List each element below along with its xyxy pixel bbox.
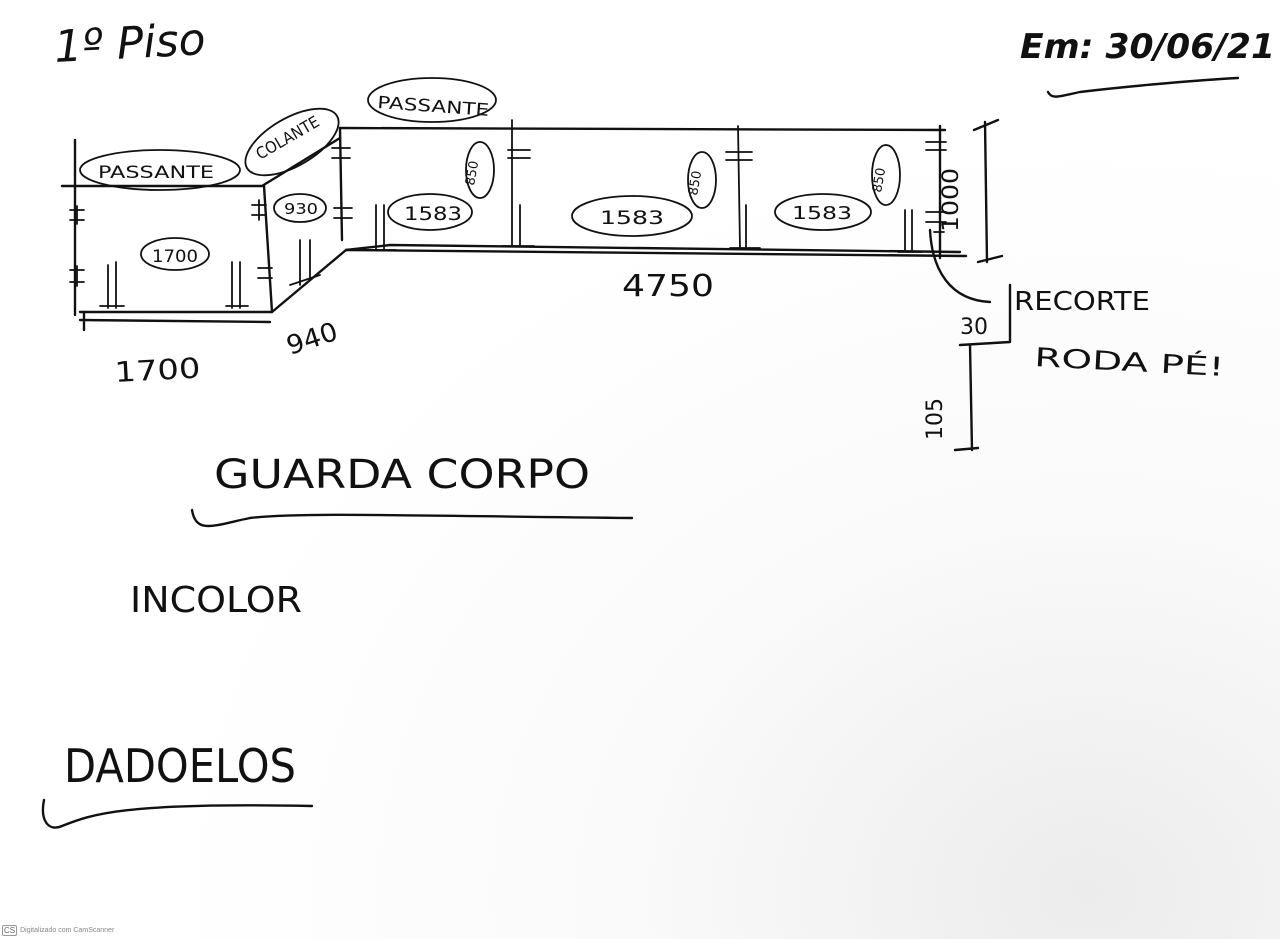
left-clamp-2 <box>69 265 85 287</box>
main-post-1 <box>367 204 397 251</box>
tag-ellipse-right <box>367 77 497 123</box>
corner-right-edge <box>338 126 344 242</box>
corner-left-edge <box>262 184 274 314</box>
dim-left-run: 1700 <box>114 352 202 389</box>
scanner-watermark: CS Digitalizado com CamScanner <box>2 925 114 936</box>
size-ellipse-c <box>774 193 872 231</box>
rotated-label-b: 850 <box>686 170 705 197</box>
camscanner-icon: CS <box>2 925 18 936</box>
dim-corner-run: 940 <box>283 317 342 362</box>
left-clamp-1 <box>69 205 85 225</box>
rot-ellipse-a <box>465 141 495 199</box>
guarda-corpo-underline <box>190 508 634 528</box>
size-ellipse-b <box>571 195 693 237</box>
corner-bottom-rail <box>270 248 348 314</box>
panel-width-corner: 930 <box>284 200 318 218</box>
dim-post-height: 105 <box>923 398 948 440</box>
corner-clamp-2 <box>333 207 353 219</box>
left-clamp-3 <box>251 199 267 221</box>
post-height-line <box>953 343 980 452</box>
left-dimension-line <box>78 310 272 332</box>
date-underline <box>1046 76 1240 98</box>
left-post-2 <box>225 261 249 309</box>
dim-main-run: 4750 <box>622 269 714 304</box>
main-post-2 <box>501 119 535 247</box>
section-guarda-corpo: GUARDA CORPO <box>214 452 590 498</box>
main-top-rail <box>338 126 947 132</box>
height-dimension-line <box>972 118 1004 264</box>
main-bottom-rail <box>344 248 968 258</box>
dim-height: 1000 <box>939 168 964 232</box>
note-recorte: RECORTE <box>1014 287 1150 317</box>
size-ellipse-corner <box>273 193 327 223</box>
main-bottom-rail-2 <box>344 243 962 254</box>
right-clamp-1 <box>925 141 947 151</box>
rot-ellipse-b <box>687 151 717 209</box>
rotated-label-a: 850 <box>463 160 482 187</box>
rot-ellipse-c <box>871 144 901 206</box>
note-roda-pe: RODA PÉ! <box>1034 341 1225 383</box>
left-post-1 <box>99 261 125 309</box>
section-dadoelos: DADOELOS <box>64 739 296 793</box>
date-label: Em: 30/06/21 <box>1020 27 1275 67</box>
main-post-4 <box>897 209 923 253</box>
rotated-label-c: 850 <box>870 167 889 194</box>
panel-type-left: PASSANTE <box>98 163 214 183</box>
panel-width-left: 1700 <box>152 247 198 267</box>
recorte-bracket <box>958 283 1012 347</box>
size-ellipse-a <box>387 193 473 231</box>
section-incolor: INCOLOR <box>130 580 302 621</box>
tag-ellipse-left <box>79 149 241 191</box>
panel-type-right: PASSANTE <box>377 93 490 121</box>
recorte-leader <box>928 228 992 304</box>
tag-ellipse-corner <box>244 107 340 177</box>
right-clamp-2 <box>925 211 947 233</box>
main-post-3 <box>725 125 761 249</box>
corner-post <box>289 239 321 286</box>
panel-width-a: 1583 <box>404 203 462 225</box>
floor-title: 1º Piso <box>53 14 207 73</box>
dadoelos-underline <box>41 798 314 829</box>
panel-width-c: 1583 <box>792 203 852 224</box>
panel-width-b: 1583 <box>600 207 664 229</box>
size-ellipse-left <box>140 237 210 271</box>
scanner-text: Digitalizado com CamScanner <box>20 927 115 934</box>
corner-clamp-1 <box>331 147 351 159</box>
dim-offset: 30 <box>960 315 988 340</box>
